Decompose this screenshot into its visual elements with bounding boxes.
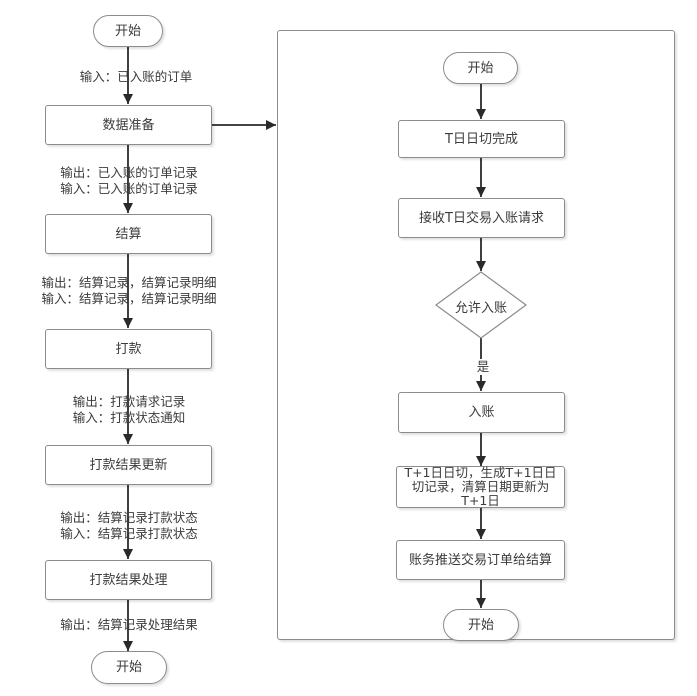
edge-label-settlement-records: 输出：结算记录，结算记录明细 输入：结算记录，结算记录明细 [8, 275, 250, 307]
edge-label-input-line: 输入：打款状态通知 [72, 410, 186, 425]
settlement-node: 结算 [45, 214, 212, 254]
payment-result-update-node: 打款结果更新 [45, 445, 212, 485]
left-start-node: 开始 [93, 15, 163, 47]
edge-label-output-line: 输出：结算记录打款状态 [60, 510, 198, 525]
push-orders-node: 账务推送交易订单给结算 [396, 540, 565, 580]
edge-label-posted-orders: 输出：已入账的订单记录 输入：已入账的订单记录 [18, 165, 240, 197]
edge-label-settlement-payment-status: 输出：结算记录打款状态 输入：结算记录打款状态 [8, 510, 250, 542]
edge-label-output-line: 输出：已入账的订单记录 [60, 165, 198, 180]
booking-node: 入账 [398, 392, 565, 433]
payment-node: 打款 [45, 329, 212, 369]
left-end-node: 开始 [91, 651, 167, 684]
edge-label-input-line: 输入：已入账的订单记录 [60, 181, 198, 196]
t-day-cutover-node: T日日切完成 [398, 120, 565, 158]
decision-diamond-shape [434, 271, 528, 339]
edge-label-input-line: 输入：结算记录，结算记录明细 [41, 291, 217, 306]
receive-booking-request-node: 接收T日交易入账请求 [398, 198, 565, 238]
edge-label-input-line: 输入：结算记录打款状态 [60, 526, 198, 541]
edge-label-output-line: 输出：结算记录，结算记录明细 [41, 275, 217, 290]
edge-label-process-result: 输出：结算记录处理结果 [60, 617, 198, 632]
allow-booking-decision-label: 允许入账 [454, 301, 507, 316]
data-prep-node: 数据准备 [45, 105, 212, 145]
edge-label-output-line: 输出：打款请求记录 [72, 394, 186, 409]
right-end-node: 开始 [443, 609, 519, 641]
edge-label-input-orders: 输入：已入账的订单 [79, 69, 193, 84]
payment-result-process-node: 打款结果处理 [45, 560, 212, 600]
right-start-node: 开始 [443, 52, 518, 84]
edge-label-payment-request: 输出：打款请求记录 输入：打款状态通知 [18, 394, 240, 426]
t1-day-cutover-node: T+1日日切，生成T+1日日切记录，清算日期更新为T+1日 [396, 466, 565, 508]
edge-label-yes: 是 [473, 359, 493, 375]
